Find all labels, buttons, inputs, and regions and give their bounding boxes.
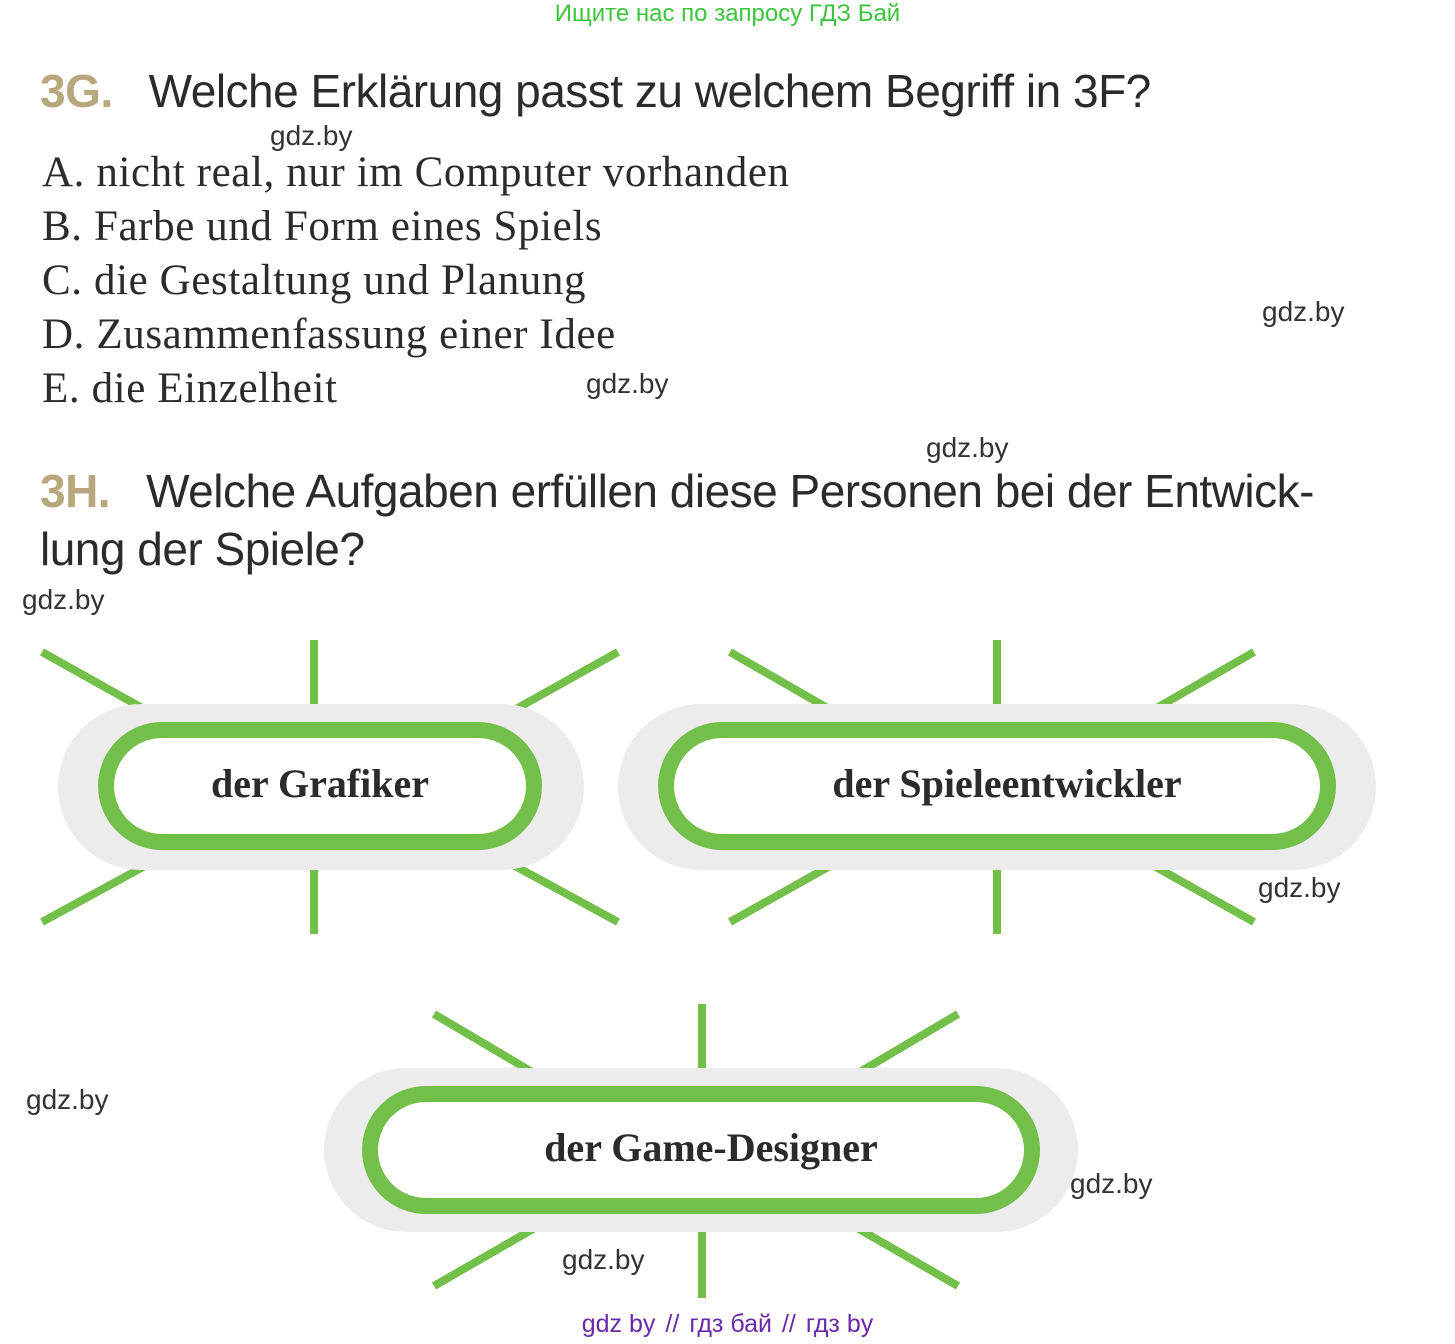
answer-d: D. Zusammenfassung einer Idee	[42, 311, 616, 358]
role-label-game-designer: der Game-Designer	[544, 1125, 878, 1170]
task-3h-title: 3H. Welche Aufgaben erfüllen diese Person…	[40, 462, 1314, 520]
watermark: gdz.by	[562, 1244, 645, 1275]
watermark: gdz.by	[926, 432, 1009, 463]
task-3g-title: 3G. Welche Erklärung passt zu welchem Beg…	[40, 62, 1151, 120]
watermark: gdz.by	[26, 1084, 109, 1115]
answer-e: E. die Einzelheit	[42, 365, 338, 412]
task-3g-question: Welche Erklärung passt zu welchem Begrif…	[148, 65, 1152, 117]
pill-spieleentwickler	[658, 722, 1336, 850]
task-3g-number: 3G.	[40, 65, 113, 117]
role-bubble-game-designer	[324, 1004, 1078, 1298]
role-label-grafiker: der Grafiker	[210, 761, 430, 806]
footer-part-1: gdz by	[581, 1310, 656, 1338]
answer-a: A. nicht real, nur im Computer vorhanden	[42, 149, 790, 196]
task-3h-number: 3H.	[40, 465, 111, 517]
watermark: gdz.by	[1070, 1168, 1153, 1199]
answer-b: B. Farbe und Form eines Spiels	[42, 203, 603, 250]
role-bubble-spieleentwickler	[618, 640, 1376, 934]
pill-game-designer	[362, 1086, 1040, 1214]
task-3h-question-line2: lung der Spiele?	[40, 523, 365, 575]
task-3h-question-line1: Welche Aufgaben erfüllen diese Personen …	[146, 465, 1314, 517]
footer-watermark: gdz by // гдз бай // гдз by	[0, 1310, 1455, 1339]
answer-c: C. die Gestaltung und Planung	[42, 257, 587, 304]
answer-list: A. nicht real, nur im Computer vorhanden…	[42, 146, 790, 416]
watermark: gdz.by	[586, 368, 669, 399]
watermark: gdz.by	[1262, 296, 1345, 327]
watermark: gdz.by	[1258, 872, 1341, 903]
footer-part-3: гдз by	[805, 1310, 874, 1338]
footer-separator: //	[665, 1310, 680, 1338]
pill-grafiker	[98, 722, 542, 850]
top-banner: Ищите нас по запросу ГДЗ Бай	[554, 0, 901, 27]
watermark: gdz.by	[22, 584, 105, 615]
watermark: gdz.by	[270, 120, 353, 151]
footer-separator: //	[781, 1310, 796, 1338]
role-label-spieleentwickler: der Spieleentwickler	[832, 761, 1182, 806]
role-bubble-grafiker	[40, 640, 620, 934]
footer-part-2: гдз бай	[689, 1310, 772, 1338]
